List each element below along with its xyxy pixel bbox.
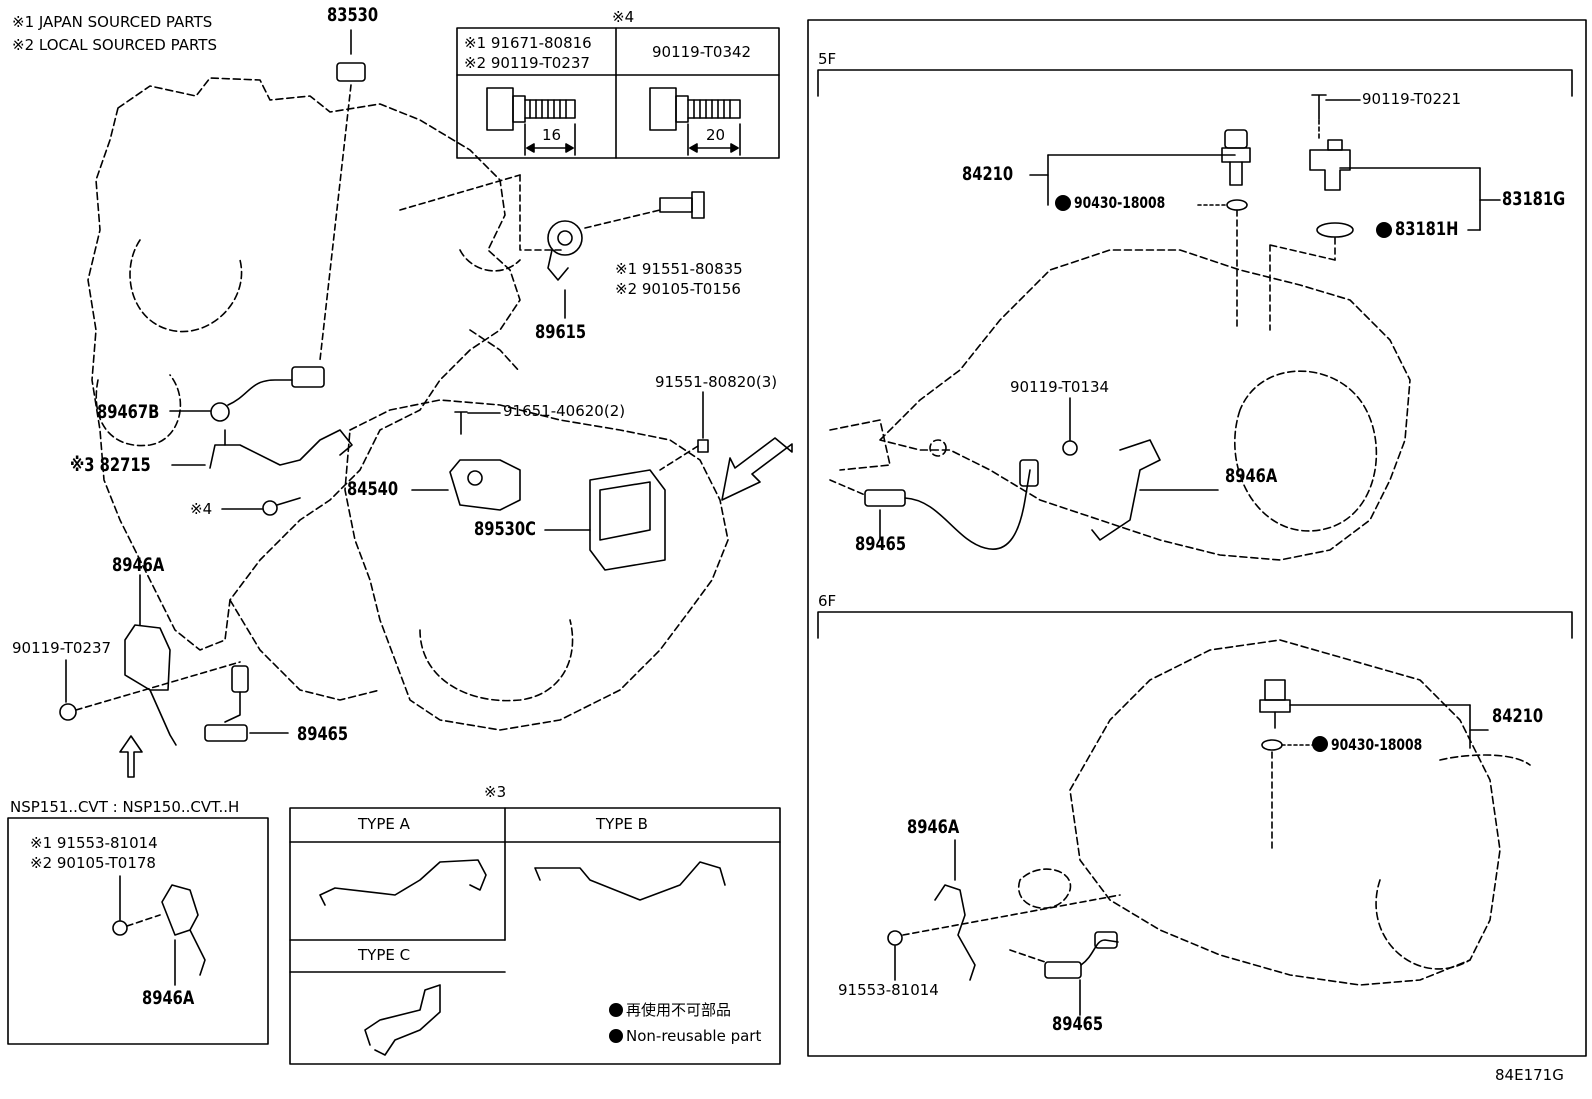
part-8946a-5f <box>1062 397 1219 541</box>
part-89615 <box>399 174 705 319</box>
label-83181h: 83181H <box>1395 218 1459 240</box>
label-84210-5f: 84210 <box>962 163 1014 185</box>
bolt-table-col2: 90119-T0342 <box>652 43 752 61</box>
note-local-sourced: ※2 LOCAL SOURCED PARTS <box>12 36 217 54</box>
part-89465-5f <box>829 459 1039 550</box>
label-84540: 84540 <box>347 478 399 500</box>
label-89615: 89615 <box>535 321 587 343</box>
box-5f-label: 5F <box>818 50 837 68</box>
type-a-label: TYPE A <box>358 815 410 833</box>
transaxle-5f <box>829 249 1411 561</box>
label-90430-18008-6f: 90430-18008 <box>1331 735 1423 754</box>
bolt-dim-16: 16 <box>542 126 562 144</box>
label-91553-81014: 91553-81014 <box>838 981 939 999</box>
note-japan-sourced: ※1 JAPAN SOURCED PARTS <box>12 13 213 31</box>
box-6f-label: 6F <box>818 592 837 610</box>
transaxle-6f <box>1017 639 1531 986</box>
engine-outline <box>87 77 521 651</box>
bolt-table-col1-line1: ※1 91671-80816 <box>464 34 592 52</box>
nsp-box-line2: ※2 90105-T0178 <box>30 854 156 872</box>
label-83181g: 83181G <box>1502 188 1566 210</box>
bolt-table-col1-line2: ※2 90119-T0237 <box>464 54 590 72</box>
right-frame <box>807 19 1587 1057</box>
label-8946a-6f: 8946A <box>907 816 960 838</box>
label-91551-80820: 91551-80820(3) <box>655 373 778 391</box>
bolt-dim-20: 20 <box>706 126 726 144</box>
label-90430-18008-5f: 90430-18008 <box>1074 193 1166 212</box>
label-84210-6f: 84210 <box>1492 705 1544 727</box>
type-b-label: TYPE B <box>596 815 648 833</box>
label-8946a-5f: 8946A <box>1225 465 1278 487</box>
part-89465-left <box>204 665 289 742</box>
part-84540 <box>411 411 521 511</box>
label-91651-40620: 91651-40620(2) <box>503 402 626 420</box>
part-84210-5f <box>1029 129 1251 331</box>
label-89467b: 89467B <box>97 401 160 423</box>
nsp-box-title: NSP151..CVT : NSP150..CVT..H <box>10 798 240 816</box>
label-91551-80835: ※1 91551-80835 <box>615 260 743 278</box>
label-90119-t0134: 90119-T0134 <box>1010 378 1110 396</box>
label-90105-t0156: ※2 90105-T0156 <box>615 280 741 298</box>
label-82715: ※3 82715 <box>70 454 151 476</box>
non-reusable-dot-icon <box>609 1029 623 1043</box>
legend-en-text: Non-reusable part <box>626 1027 762 1045</box>
footer-code: 84E171G <box>1495 1066 1564 1084</box>
label-8946a-left: 8946A <box>112 554 165 576</box>
direction-arrow-up <box>119 735 143 778</box>
part-83530 <box>319 29 366 361</box>
label-90119-t0237: 90119-T0237 <box>12 639 112 657</box>
type-c-label: TYPE C <box>358 946 411 964</box>
part-89467b <box>169 366 325 422</box>
nsp-box-line1: ※1 91553-81014 <box>30 834 158 852</box>
label-89465-6f: 89465 <box>1052 1013 1104 1035</box>
part-8946a-left <box>59 574 241 746</box>
bolt-table-box <box>456 27 780 159</box>
non-reusable-dot-icon <box>609 1003 623 1017</box>
types-box-ref: ※3 <box>484 783 507 801</box>
label-89465-5f: 89465 <box>855 533 907 555</box>
label-90119-t0221: 90119-T0221 <box>1362 90 1462 108</box>
direction-arrow-right <box>721 437 793 501</box>
transaxle-outline <box>229 249 729 731</box>
part-8946a-6f <box>887 839 1121 981</box>
label-83530: 83530 <box>327 4 379 26</box>
legend-jp: 再使用不可部品 <box>609 1003 731 1018</box>
part-82715 <box>171 429 353 469</box>
bolt-ref4 <box>221 497 301 516</box>
part-83181g-5f <box>1269 94 1501 331</box>
label-ref4: ※4 <box>190 500 213 518</box>
non-reusable-markers <box>1055 195 1392 752</box>
legend-en: Non-reusable part <box>609 1029 761 1044</box>
label-89530c: 89530C <box>474 518 536 540</box>
part-89465-6f <box>1009 931 1119 1016</box>
label-89465-left: 89465 <box>297 723 349 745</box>
legend-jp-text: 再使用不可部品 <box>626 1001 732 1019</box>
label-8946a-nsp: 8946A <box>142 987 195 1009</box>
part-84210-6f <box>1259 679 1489 851</box>
bolt-table-ref: ※4 <box>612 8 635 26</box>
types-box <box>289 807 781 1065</box>
nsp-box <box>7 817 269 1045</box>
part-89530c <box>544 391 709 571</box>
